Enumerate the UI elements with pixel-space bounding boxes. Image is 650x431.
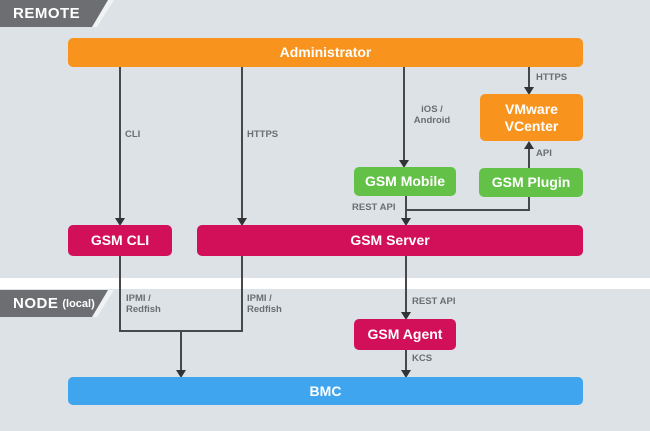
edge-restapi-junction-line (405, 209, 530, 211)
edge-label-ios-android: iOS / Android (413, 104, 451, 126)
edge-into-gsmserver-line (405, 209, 407, 218)
node-vmware-vcenter: VMware VCenter (480, 94, 583, 141)
section-divider (0, 278, 650, 289)
node-gsm-mobile: GSM Mobile (354, 167, 456, 196)
edge-label-ipmi-redfish-right: IPMI / Redfish (247, 293, 282, 315)
edge-merged-bmc-line (180, 330, 182, 370)
edge-gsmplugin-vcenter-line (528, 148, 530, 168)
edge-gsmplugin-down-line (528, 196, 530, 211)
edge-label-https-server: HTTPS (247, 129, 279, 140)
arrowhead-into-vcenter (524, 87, 534, 95)
arrowhead-into-gsmcli (115, 218, 125, 226)
edge-label-api: API (536, 148, 552, 159)
edge-admin-vcenter-line (528, 67, 530, 87)
edge-label-rest-api-server: REST API (352, 202, 396, 213)
edge-gsmagent-bmc-line (405, 350, 407, 370)
section-banner-remote: REMOTE (0, 0, 108, 27)
arrowhead-into-gsmserver-right (401, 218, 411, 226)
node-banner-sublabel: (local) (62, 297, 95, 310)
edge-admin-gsmmobile-line (403, 67, 405, 160)
node-gsm-agent: GSM Agent (354, 319, 456, 350)
edge-gsmserver-gsmagent-line (405, 256, 407, 312)
edge-label-kcs: KCS (412, 353, 433, 364)
remote-banner-label: REMOTE (13, 5, 81, 22)
arrowhead-into-gsmserver-left (237, 218, 247, 226)
arrowhead-into-vcenter-bottom (524, 141, 534, 149)
section-banner-node: NODE (local) (0, 290, 108, 317)
edge-gsmserver-down-line (241, 256, 243, 332)
node-gsm-server: GSM Server (197, 225, 583, 256)
arrowhead-into-gsmmobile (399, 160, 409, 168)
node-banner-label: NODE (13, 295, 59, 312)
edge-label-ipmi-redfish-left: IPMI / Redfish (126, 293, 161, 315)
edge-gsmcli-down-line (119, 256, 121, 332)
edge-label-rest-api-agent: REST API (412, 296, 456, 307)
node-bmc: BMC (68, 377, 583, 405)
edge-label-https-vcenter: HTTPS (536, 72, 568, 83)
node-gsm-cli: GSM CLI (68, 225, 172, 256)
edge-label-cli: CLI (125, 129, 141, 140)
arrowhead-into-bmc-right (401, 370, 411, 378)
edge-admin-gsmserver-line (241, 67, 243, 218)
arrowhead-into-gsmagent (401, 312, 411, 320)
node-gsm-plugin: GSM Plugin (479, 168, 583, 197)
edge-admin-gsmcli-line (119, 67, 121, 218)
edge-gsmmobile-down-line (405, 196, 407, 211)
arrowhead-into-bmc-left (176, 370, 186, 378)
node-administrator: Administrator (68, 38, 583, 67)
